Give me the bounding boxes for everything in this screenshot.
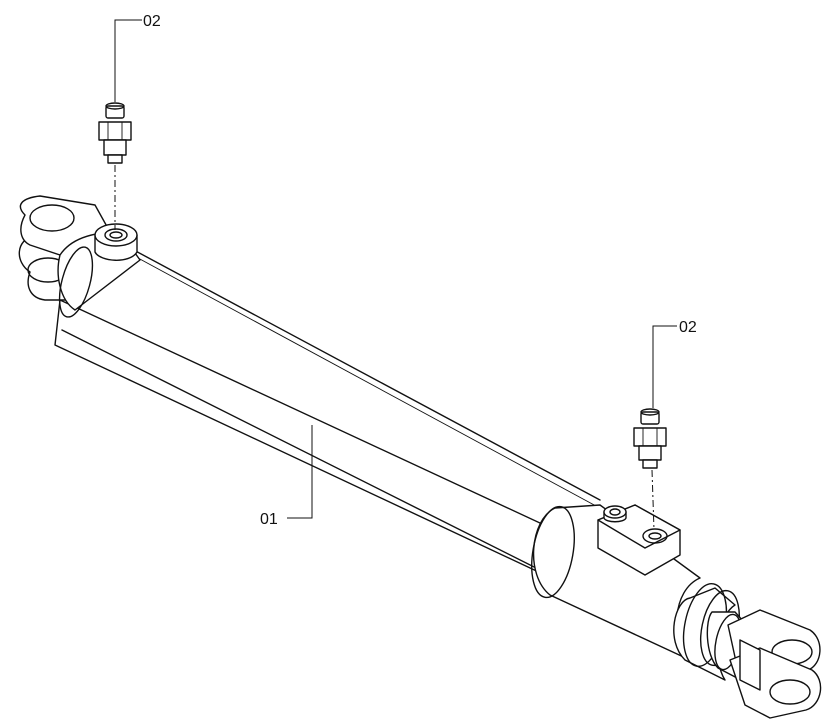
fitting-top-left (98, 102, 132, 164)
cylinder-barrel (54, 247, 701, 661)
left-port-boss (94, 223, 138, 261)
centerline-right (651, 469, 655, 531)
leader-line-01 (287, 425, 313, 519)
right-clevis-eye (727, 609, 822, 719)
callout-02-right: 02 (679, 319, 697, 336)
callout-01-barrel: 01 (260, 511, 278, 528)
leader-line-02-left (114, 19, 142, 102)
callout-02-top-left: 02 (143, 13, 161, 30)
right-port-boss (597, 504, 681, 576)
leader-line-02-right (652, 325, 677, 408)
fitting-right (633, 408, 667, 469)
